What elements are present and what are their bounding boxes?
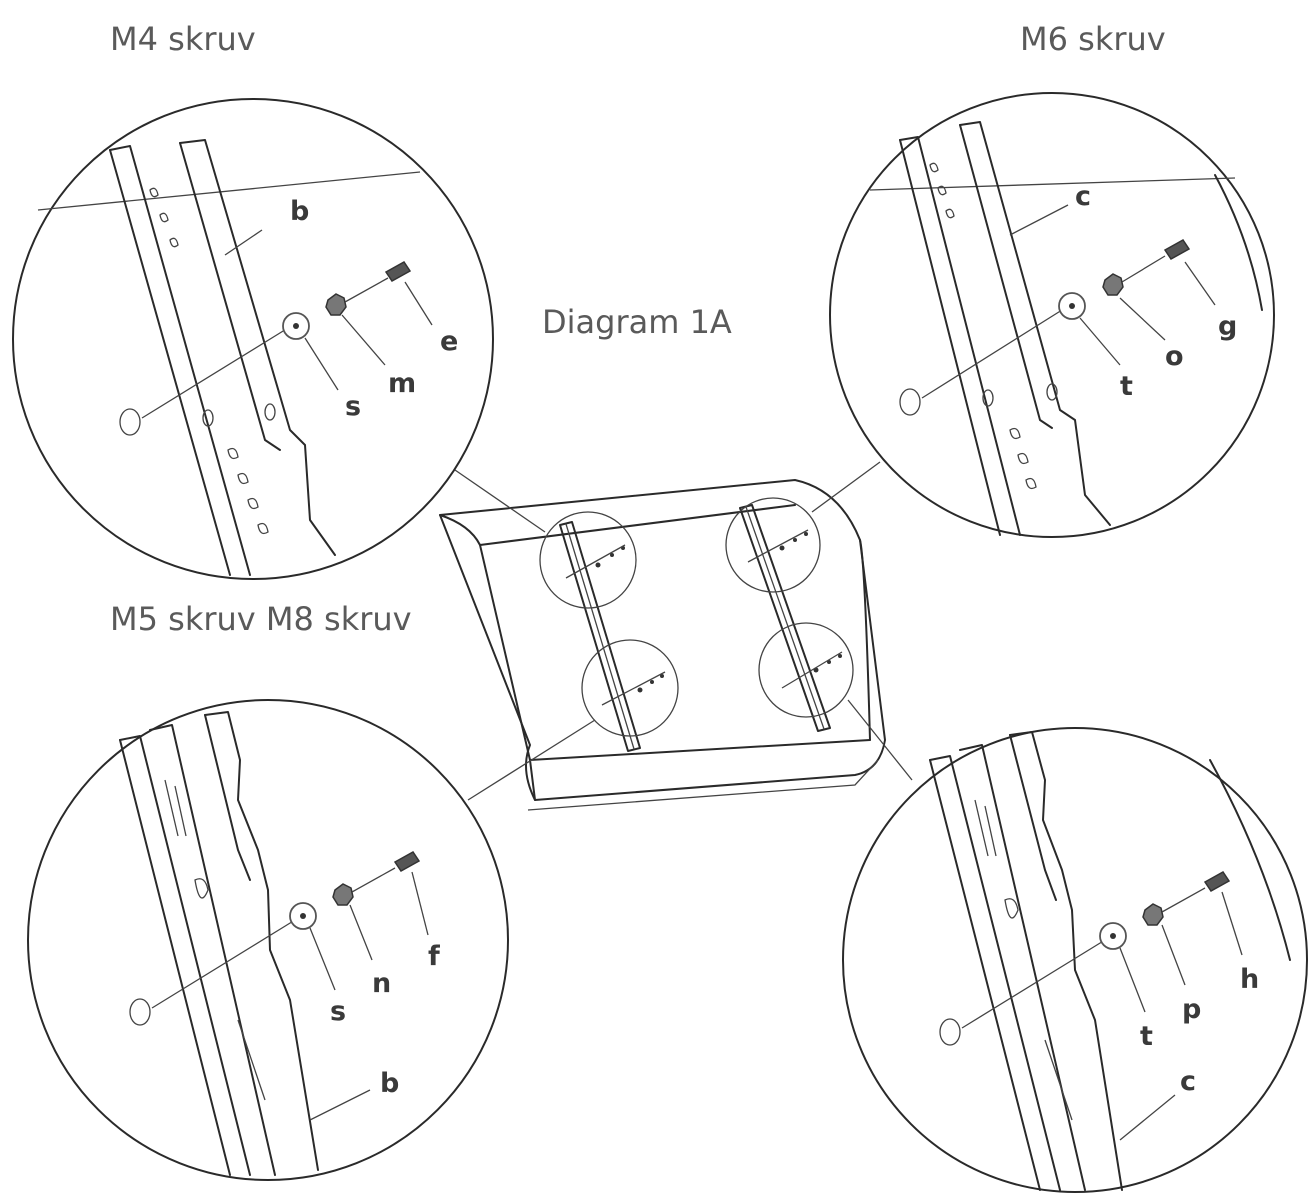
label-washer-s-top: s (345, 391, 361, 422)
label-screw-e: e (440, 326, 458, 357)
label-bracket-c-bottom: c (1180, 1066, 1196, 1097)
zoom-detail-m6: c t o g (829, 92, 1275, 538)
label-screw-h: h (1240, 964, 1259, 995)
label-bracket-b-bottom: b (380, 1068, 399, 1099)
label-washer-s-bottom: s (330, 996, 346, 1027)
label-washer-t-top: t (1120, 371, 1133, 402)
caption-m6-screw: M6 skruv (1020, 20, 1166, 58)
zoom-detail-m5-m8: s n f b (27, 699, 509, 1181)
diagram-title: Diagram 1A (542, 303, 732, 341)
connector-lines (454, 461, 913, 801)
label-screw-g: g (1218, 311, 1237, 342)
tv-back-panel (439, 479, 886, 811)
label-bracket-c-top: c (1075, 181, 1091, 212)
zoom-detail-bottom-right: t p h c (842, 727, 1308, 1193)
label-screw-f: f (428, 941, 440, 972)
label-washer-t-bottom: t (1140, 1021, 1153, 1052)
zoom-detail-m4: b s m e (12, 98, 494, 580)
label-bracket-b-top: b (290, 196, 309, 227)
caption-m4-screw: M4 skruv (110, 20, 256, 58)
label-lock-washer-n: n (372, 968, 391, 999)
caption-m5-m8-screw: M5 skruv M8 skruv (110, 600, 412, 638)
label-lock-washer-m: m (388, 368, 416, 399)
label-lock-washer-o: o (1165, 341, 1184, 372)
label-lock-washer-p: p (1182, 994, 1201, 1025)
